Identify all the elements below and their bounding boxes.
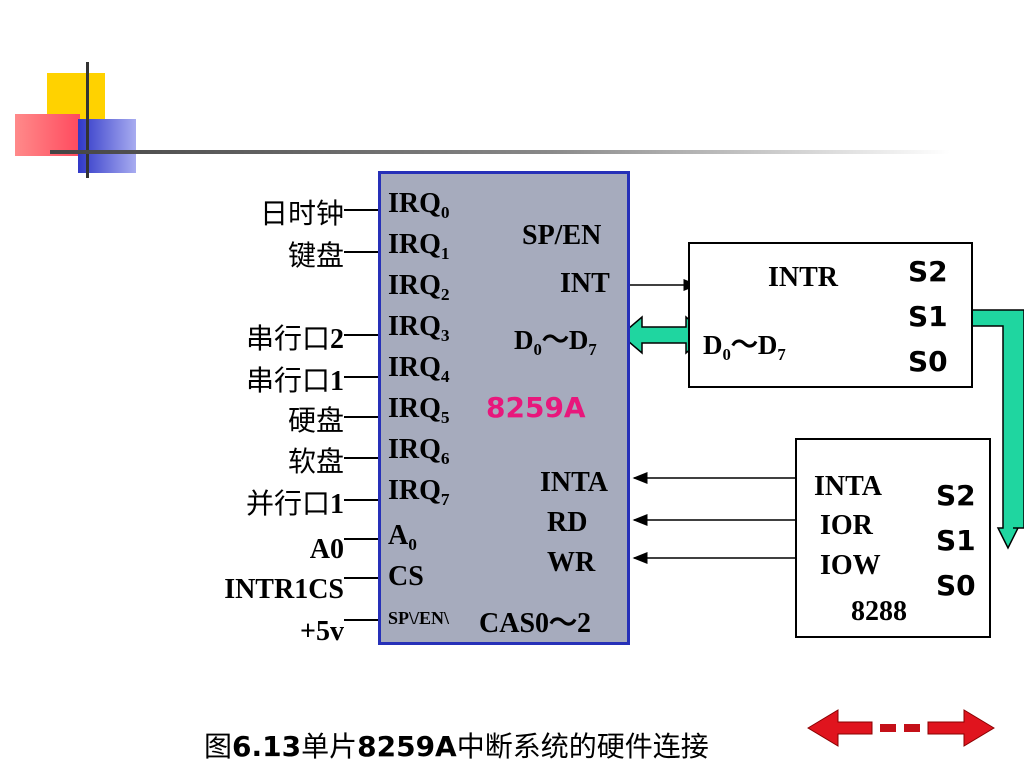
pin-wr: WR: [547, 547, 596, 578]
label-keyboard: 键盘: [287, 239, 344, 272]
bc-s0: S0: [936, 569, 976, 602]
pin-sp-en: SP/EN: [522, 220, 602, 251]
nav-back-button[interactable]: [806, 708, 876, 748]
pin-irq4: IRQ4: [388, 352, 450, 387]
pin-cs: CS: [388, 561, 424, 592]
red-square-decor: [15, 114, 80, 156]
pin-irq0: IRQ0: [388, 188, 450, 223]
nav-arrows: [807, 709, 995, 747]
pin-d0-d7: D0～D7: [514, 325, 597, 359]
pin-cas: CAS0～2: [479, 608, 592, 639]
cpu-s1: S1: [908, 300, 948, 333]
header-horizontal-line: [50, 150, 950, 154]
cpu-intr: INTR: [768, 262, 839, 293]
pin-irq1: IRQ1: [388, 229, 450, 264]
bc-iow: IOW: [820, 550, 881, 581]
label-serial-2: 串行口2: [245, 322, 344, 355]
pin-rd: RD: [547, 507, 588, 538]
pin-irq6: IRQ6: [388, 434, 450, 469]
bc-s2: S2: [936, 479, 976, 512]
pin-irq3: IRQ3: [388, 311, 450, 346]
cpu-s2: S2: [908, 255, 948, 288]
label-hard-disk: 硬盘: [287, 404, 344, 437]
bc-s1: S1: [936, 524, 976, 557]
pin-irq7: IRQ7: [388, 475, 450, 510]
bus-controller-8288-box: [795, 438, 991, 638]
chip-8259a: [378, 171, 630, 645]
label-floppy: 软盘: [287, 445, 344, 478]
bc-inta: INTA: [814, 471, 882, 502]
pin-inta: INTA: [540, 467, 608, 498]
cpu-s0: S0: [908, 345, 948, 378]
chip-name-8259a: 8259A: [486, 391, 586, 424]
pin-irq2: IRQ2: [388, 270, 450, 305]
header-vertical-line: [86, 62, 89, 178]
pin-sp-en-left: SP\/EN\: [388, 608, 450, 628]
bc-name-8288: 8288: [851, 596, 907, 627]
pin-int: INT: [560, 268, 610, 299]
pin-a0: A0: [388, 520, 417, 555]
label-parallel-1: 并行口1: [245, 487, 344, 520]
label-a0: A0: [309, 534, 344, 565]
cpu-d0-d7: D0～D7: [703, 330, 786, 364]
label-clock: 日时钟: [259, 197, 344, 230]
label-vcc: +5v: [300, 616, 344, 647]
bc-ior: IOR: [820, 510, 873, 541]
label-intr1cs: INTR1CS: [224, 574, 344, 605]
figure-caption: 图6.13单片8259A中断系统的硬件连接: [204, 730, 709, 763]
label-serial-1: 串行口1: [245, 364, 344, 397]
nav-forward-button[interactable]: [926, 708, 996, 748]
pin-irq5: IRQ5: [388, 393, 450, 428]
cpu-box: [688, 242, 973, 388]
status-bus-arrow: [969, 309, 1024, 550]
